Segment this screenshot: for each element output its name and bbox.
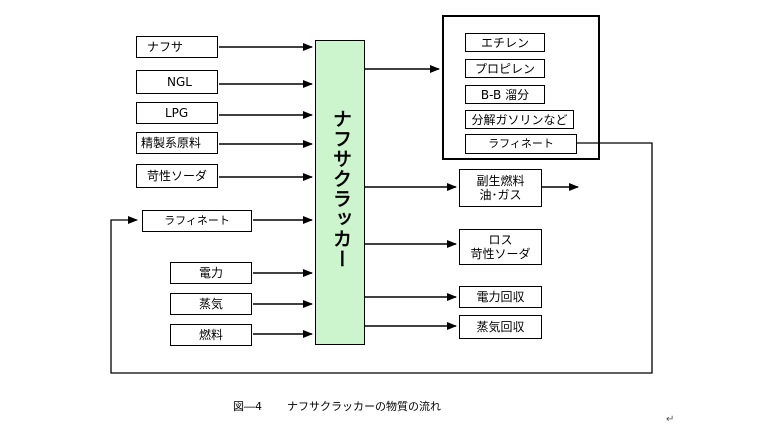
output-loss: ロス 苛性ソーダ	[459, 229, 542, 265]
paragraph-return-mark: ↵	[666, 414, 675, 425]
output-byproduct-fuel: 副生燃料 油･ガス	[459, 169, 542, 207]
product-cracked-gasoline-label: 分解ガソリンなど	[471, 112, 568, 127]
product-ethylene-label: エチレン	[480, 35, 529, 50]
output-steam-recovery-label: 蒸気回収	[476, 320, 525, 334]
input-electricity: 電力	[170, 262, 252, 284]
output-loss-line2: 苛性ソーダ	[470, 247, 531, 261]
input-caustic-soda-label: 苛性ソーダ	[147, 169, 208, 183]
input-ngl: NGL	[136, 70, 218, 94]
output-power-recovery: 電力回収	[459, 286, 542, 308]
figure-number: 図―4	[233, 400, 262, 413]
input-refinery-feedstock-label: 精製系原料	[141, 136, 202, 150]
input-ngl-label: NGL	[167, 75, 192, 89]
product-propylene-label: プロピレン	[474, 61, 535, 76]
output-steam-recovery: 蒸気回収	[459, 315, 542, 339]
output-loss-line1: ロス	[488, 233, 513, 247]
products-frame	[442, 15, 600, 160]
product-bb-fraction: B-B 溜分	[465, 85, 545, 104]
product-ethylene: エチレン	[465, 33, 545, 52]
naphtha-cracker-label: ナフサクラッカー	[330, 109, 352, 269]
input-caustic-soda: 苛性ソーダ	[136, 164, 218, 188]
input-steam: 蒸気	[170, 293, 252, 315]
figure-title: ナフサクラッカーの物質の流れ	[287, 400, 441, 413]
product-cracked-gasoline: 分解ガソリンなど	[465, 110, 574, 129]
naphtha-cracker-block: ナフサクラッカー	[315, 40, 365, 345]
input-raffinate: ラフィネート	[142, 210, 252, 232]
input-electricity-label: 電力	[199, 266, 224, 280]
input-lpg-label: LPG	[165, 106, 189, 120]
output-byproduct-fuel-line2: 油･ガス	[479, 188, 522, 202]
input-raffinate-label: ラフィネート	[164, 214, 230, 227]
input-fuel: 燃料	[170, 324, 252, 346]
product-bb-fraction-label: B-B 溜分	[480, 87, 530, 102]
input-naphtha-label: ナフサ	[147, 40, 184, 54]
product-propylene: プロピレン	[465, 59, 545, 78]
input-fuel-label: 燃料	[199, 328, 224, 342]
input-refinery-feedstock: 精製系原料	[136, 132, 218, 154]
raffinate-recycle-loop	[110, 142, 653, 374]
product-raffinate: ラフィネート	[465, 134, 577, 154]
product-raffinate-label: ラフィネート	[488, 137, 554, 150]
input-naphtha: ナフサ	[136, 36, 218, 58]
input-lpg: LPG	[136, 102, 218, 124]
output-byproduct-fuel-line1: 副生燃料	[476, 174, 525, 188]
output-power-recovery-label: 電力回収	[476, 290, 525, 304]
input-steam-label: 蒸気	[199, 297, 224, 311]
